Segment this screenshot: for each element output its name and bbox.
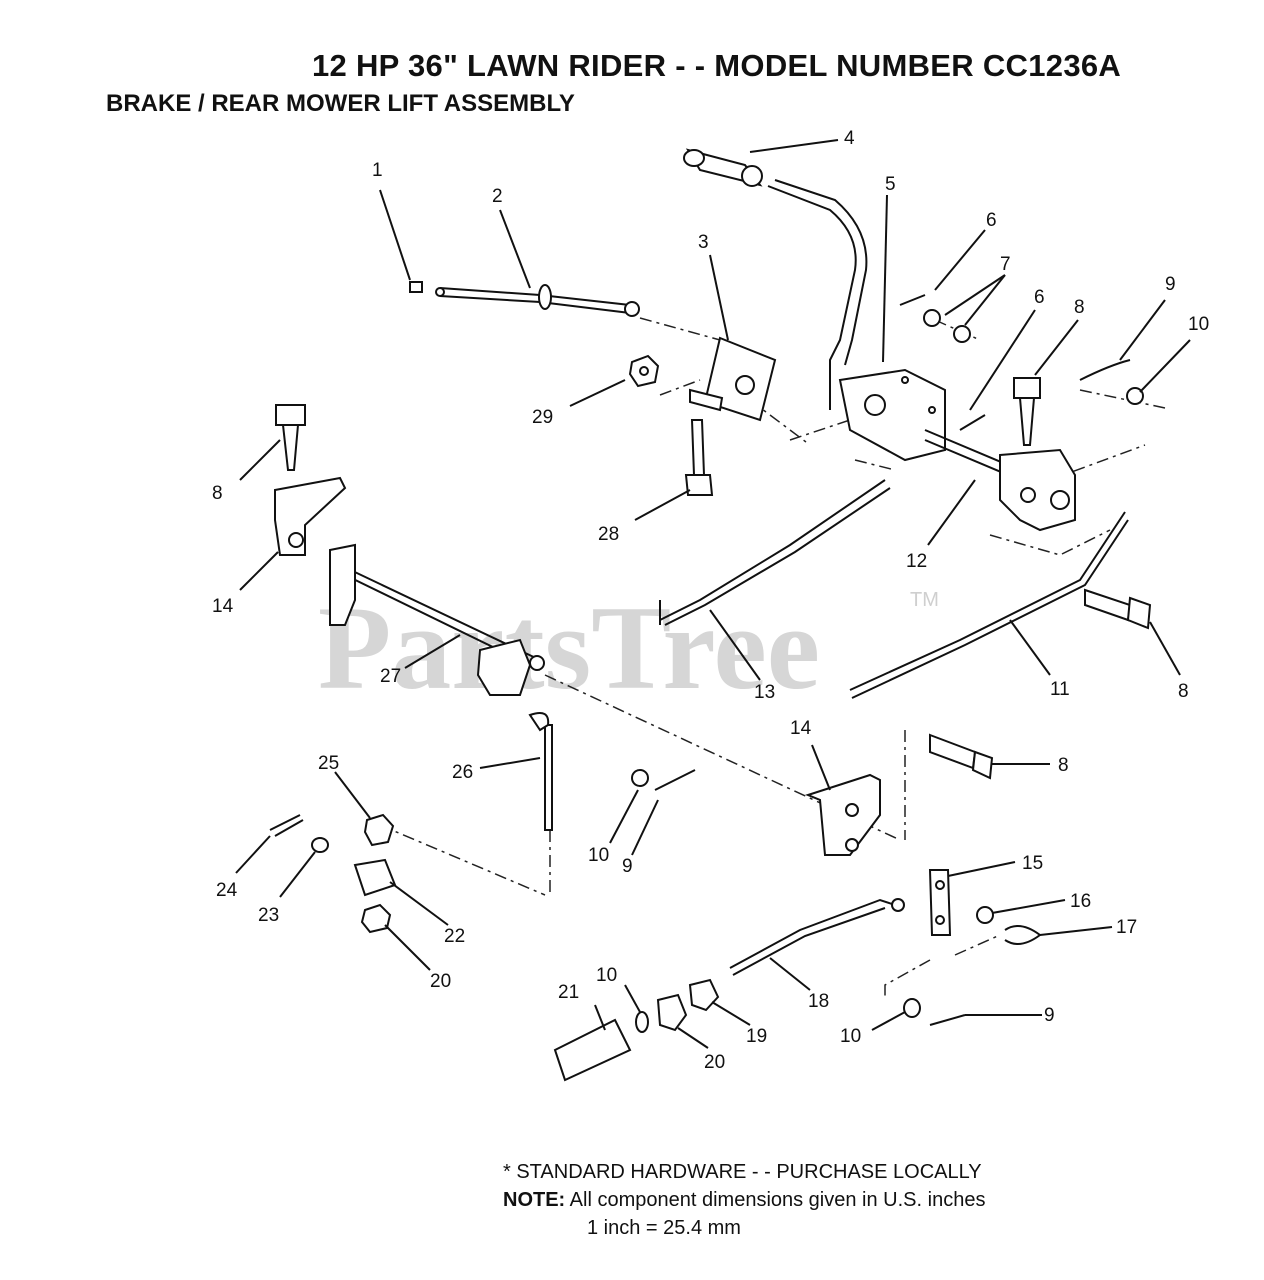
callout-25: 25 (318, 753, 339, 774)
part-18-brake-rod (729, 898, 905, 976)
callout-18: 18 (808, 991, 829, 1012)
callout-16: 16 (1070, 891, 1091, 912)
part-16-17-hardware (976, 906, 1042, 945)
callout-20: 20 (430, 971, 451, 992)
callout-13: 13 (754, 682, 775, 703)
watermark-trademark: TM (910, 589, 939, 611)
note-text: All component dimensions given in U.S. i… (569, 1189, 986, 1211)
conversion-note: 1 inch = 25.4 mm (587, 1217, 741, 1239)
callout-6: 6 (986, 210, 997, 231)
callout-8: 8 (1074, 297, 1085, 318)
callout-labels: 1 2 3 4 5 6 7 6 8 9 10 29 8 28 12 14 27 … (212, 128, 1209, 1073)
callout-10-right: 10 (840, 1026, 861, 1047)
callout-15: 15 (1022, 853, 1043, 874)
callout-leaders (235, 139, 1191, 1049)
callout-20-bottom: 20 (704, 1052, 725, 1073)
watermark-text: PartsTree (318, 581, 820, 714)
part-8-bolt-right (1084, 588, 1152, 630)
callout-10: 10 (1188, 314, 1209, 335)
callout-3: 3 (698, 232, 709, 253)
part-2-brake-rod (435, 284, 640, 317)
callout-4: 4 (844, 128, 855, 149)
part-9-10-hardware-top (1079, 359, 1144, 405)
callout-10-bottom: 10 (596, 965, 617, 986)
callout-14-left: 14 (212, 596, 234, 617)
part-3-bracket (689, 336, 777, 422)
callout-9-right: 9 (1044, 1005, 1055, 1026)
callout-1: 1 (372, 160, 383, 181)
part-4-handle-grip (683, 148, 763, 187)
part-12-cross-shaft (924, 429, 1076, 532)
callout-27: 27 (380, 666, 401, 687)
part-28-bolt (684, 419, 714, 496)
callout-12: 12 (906, 551, 927, 572)
part-10-9-hardware-mid (631, 769, 696, 791)
part-5-lift-lever (767, 179, 946, 462)
callout-9-mid: 9 (622, 856, 633, 877)
callout-8-right: 8 (1178, 681, 1189, 702)
part-8-bolt-lower (929, 733, 994, 780)
diagram-title: 12 HP 36" LAWN RIDER - - MODEL NUMBER CC… (312, 48, 1122, 83)
dimensions-note: NOTE: All component dimensions given in … (503, 1186, 985, 1214)
callout-24: 24 (216, 880, 238, 901)
part-29-nut (628, 354, 660, 388)
callout-19: 19 (746, 1026, 767, 1047)
callout-9: 9 (1165, 274, 1176, 295)
callout-26: 26 (452, 762, 473, 783)
part-6-7-hardware (899, 294, 986, 431)
callout-8-lower: 8 (1058, 755, 1069, 776)
part-13-lift-rod (659, 479, 891, 626)
part-27-cross-shaft (329, 543, 545, 696)
callout-10-mid: 10 (588, 845, 609, 866)
note-label: NOTE: (503, 1189, 566, 1211)
callout-8-left: 8 (212, 483, 223, 504)
callout-29: 29 (532, 407, 553, 428)
standard-hardware-note: * STANDARD HARDWARE - - PURCHASE LOCALLY (503, 1161, 982, 1183)
diagram-subtitle: BRAKE / REAR MOWER LIFT ASSEMBLY (106, 90, 575, 117)
callout-17: 17 (1116, 917, 1137, 938)
part-15-link (928, 869, 952, 936)
callout-21: 21 (558, 982, 579, 1003)
callout-28: 28 (598, 524, 619, 545)
callout-6-second: 6 (1034, 287, 1045, 308)
callout-11: 11 (1050, 679, 1070, 700)
callout-22: 22 (444, 926, 465, 947)
part-8-bolt-upper (275, 377, 1041, 471)
callout-5: 5 (885, 174, 896, 195)
callout-7: 7 (1000, 254, 1011, 275)
part-21-spring (553, 1018, 632, 1082)
part-10-20-19-hardware-bottom (635, 978, 966, 1033)
callout-2: 2 (492, 186, 503, 207)
footer-notes: * STANDARD HARDWARE - - PURCHASE LOCALLY… (503, 1158, 985, 1242)
part-22-25-20-trunnion (269, 813, 397, 934)
part-11-lift-link (849, 511, 1129, 699)
part-14-bracket-right (805, 773, 881, 856)
part-14-bracket-left (274, 476, 347, 556)
callout-14-right: 14 (790, 718, 812, 739)
callout-23: 23 (258, 905, 279, 926)
part-26-threaded-rod (528, 712, 553, 831)
part-1-pin (409, 281, 423, 293)
